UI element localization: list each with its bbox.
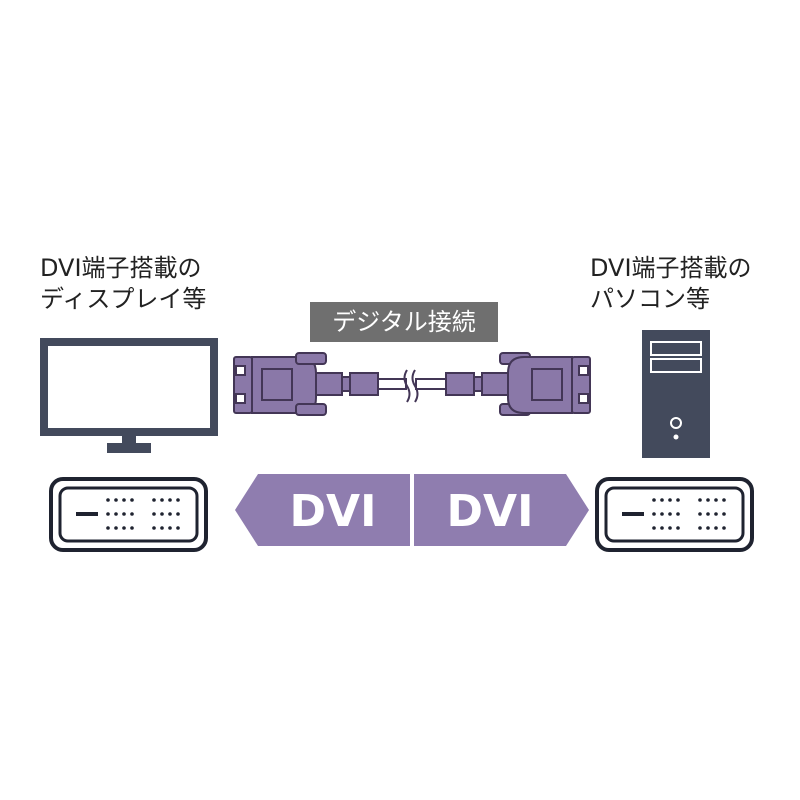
dvi-port-left-icon	[49, 477, 208, 552]
dvi-arrow-right: DVI	[414, 474, 589, 546]
right-device-label-line2: パソコン等	[590, 285, 710, 313]
right-device-label: DVI端子搭載の パソコン等	[590, 253, 752, 315]
monitor-icon	[40, 338, 218, 453]
dvi-arrow-left-label: DVI	[290, 486, 377, 537]
left-device-label-line1: DVI端子搭載の	[40, 254, 202, 282]
dvi-arrow-left: DVI	[235, 474, 410, 546]
digital-connection-badge: デジタル接続	[310, 302, 498, 342]
left-device-label: DVI端子搭載の ディスプレイ等	[40, 253, 206, 315]
dvi-arrow-right-label: DVI	[447, 486, 534, 537]
dvi-cable-icon	[233, 352, 591, 416]
right-device-label-line1: DVI端子搭載の	[590, 254, 752, 282]
desktop-pc-icon	[642, 330, 710, 458]
left-device-label-line2: ディスプレイ等	[40, 285, 207, 313]
dvi-port-right-icon	[595, 477, 754, 552]
